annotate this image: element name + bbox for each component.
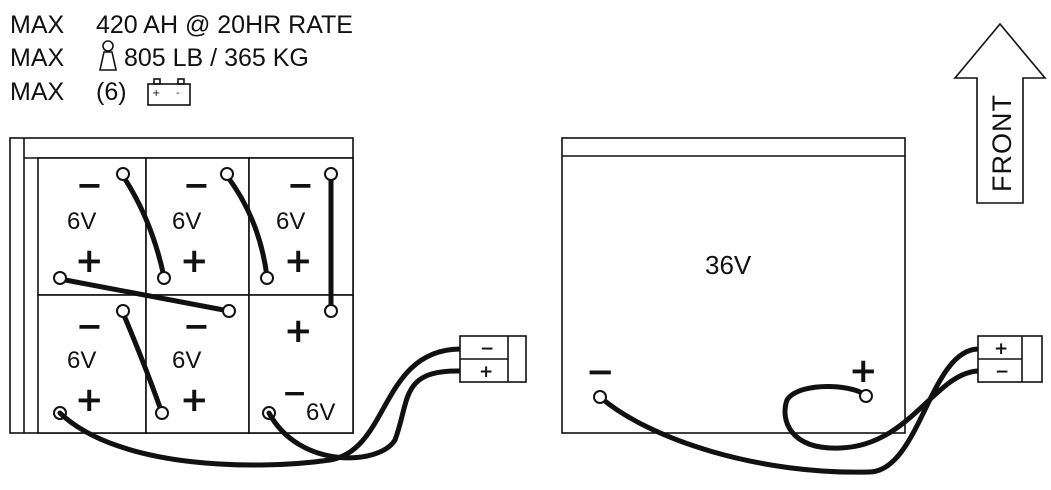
battery-icon-minus: - (176, 88, 180, 99)
left-connector: − + (459, 335, 527, 383)
pack-voltage-label: 36V (705, 250, 752, 280)
cell-1-label: 6V (67, 208, 96, 235)
spec-max-weight-label: MAX (10, 44, 65, 72)
cell-6-positive-sign: + (284, 311, 313, 351)
pack-positive-terminal (859, 389, 873, 403)
pack-negative-terminal (593, 390, 607, 404)
battery-icon-plus: + (152, 88, 160, 99)
up-arrow-icon (953, 22, 1047, 204)
cell-4-positive-sign: + (75, 380, 104, 420)
cell-5-negative-sign: − (183, 307, 210, 345)
cell-3-positive-sign: + (284, 241, 313, 281)
cell-2-negative-sign: − (183, 166, 210, 204)
spec-block: MAX 420 AH @ 20HR RATE MAX 805 LB / 365 … (10, 11, 353, 106)
cell-2-positive-sign: + (180, 241, 209, 281)
left-battery-tray: − 6V + − 6V + − 6V + − 6V + − 6V + + − 6… (9, 137, 354, 434)
left-connector-bottom-sign: + (479, 362, 493, 382)
jumper-cables (57, 173, 334, 416)
cell-6-label: 6V (306, 399, 335, 426)
cell-4-label: 6V (67, 347, 96, 374)
pack-outline (561, 137, 906, 434)
cell-5-positive-sign: + (180, 380, 209, 420)
right-battery-pack: 36V − + (561, 137, 906, 434)
battery-cell (248, 157, 354, 296)
spec-max-capacity-label: MAX (10, 11, 65, 39)
spec-max-count-label: MAX (10, 78, 65, 106)
cell-2-label: 6V (172, 208, 201, 235)
cell-6-negative-sign: − (282, 376, 307, 411)
left-connector-top-sign: − (480, 339, 494, 359)
right-connector: + − (977, 335, 1043, 383)
cell-3-negative-sign: − (287, 166, 314, 204)
right-connector-top-sign: + (994, 339, 1008, 359)
front-arrow: FRONT (953, 22, 1047, 204)
cell-1-negative-sign: − (76, 166, 103, 204)
battery-icon: + - (147, 78, 191, 106)
pack-negative-sign: − (586, 352, 615, 392)
pack-positive-sign: + (849, 351, 878, 391)
weight-icon (99, 40, 117, 71)
right-harness (593, 346, 981, 475)
right-connector-bottom-sign: − (995, 362, 1009, 382)
cell-4-negative-sign: − (76, 307, 103, 345)
left-harness (57, 346, 463, 468)
front-label: FRONT (987, 94, 1017, 192)
spec-capacity-value: 420 AH @ 20HR RATE (96, 11, 353, 39)
spec-count-value: (6) (96, 78, 127, 106)
cell-5-label: 6V (172, 347, 201, 374)
cell-3-label: 6V (276, 208, 305, 235)
cell-1-positive-sign: + (75, 241, 104, 281)
spec-weight-value: 805 LB / 365 KG (124, 44, 309, 72)
